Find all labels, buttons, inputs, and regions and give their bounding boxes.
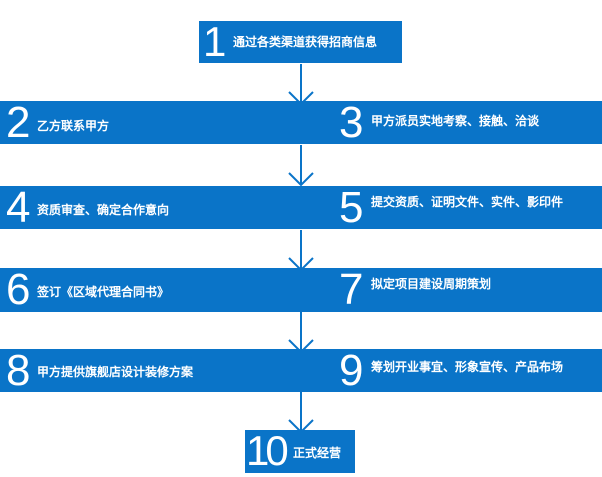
step-1-text: 通过各类渠道获得招商信息 (233, 35, 378, 49)
step-10-number: 10 (246, 427, 289, 474)
step-1-number: 1 (203, 18, 226, 65)
step-3-number: 3 (339, 98, 364, 147)
step-4-text: 资质审查、确定合作意向 (37, 203, 170, 217)
step-8-text: 甲方提供旗舰店设计装修方案 (37, 365, 194, 379)
step-6-number: 6 (6, 265, 31, 314)
step-4-5-box: 4 资质审查、确定合作意向 5 提交资质、证明文件、实件、影印件 (0, 183, 602, 232)
step-4-number: 4 (6, 183, 31, 232)
step-6-7-box: 6 签订《区域代理合同书》 7 拟定项目建设周期策划 (0, 268, 602, 312)
step-6-text: 签订《区域代理合同书》 (37, 285, 170, 299)
step-2-number: 2 (6, 98, 31, 147)
step-2-text: 乙方联系甲方 (37, 119, 110, 133)
step-10-box: 10 正式经营 (245, 430, 355, 473)
step-1-box: 1 通过各类渠道获得招商信息 (199, 21, 402, 63)
step-5-number: 5 (339, 183, 364, 232)
step-8-number: 8 (6, 346, 31, 395)
step-5-text: 提交资质、证明文件、实件、影印件 (371, 195, 564, 209)
step-7-number: 7 (339, 265, 364, 314)
step-9-text: 筹划开业事宜、形象宣传、产品布场 (371, 360, 564, 374)
step-3-text: 甲方派员实地考察、接触、洽谈 (371, 114, 540, 128)
arrow-down-icon (286, 145, 316, 189)
step-10-text: 正式经营 (293, 446, 342, 460)
step-9-number: 9 (339, 346, 364, 395)
step-7-text: 拟定项目建设周期策划 (371, 277, 492, 291)
step-2-3-box: 2 乙方联系甲方 3 甲方派员实地考察、接触、洽谈 (0, 98, 602, 147)
step-8-9-box: 8 甲方提供旗舰店设计装修方案 9 筹划开业事宜、形象宣传、产品布场 (0, 346, 602, 395)
